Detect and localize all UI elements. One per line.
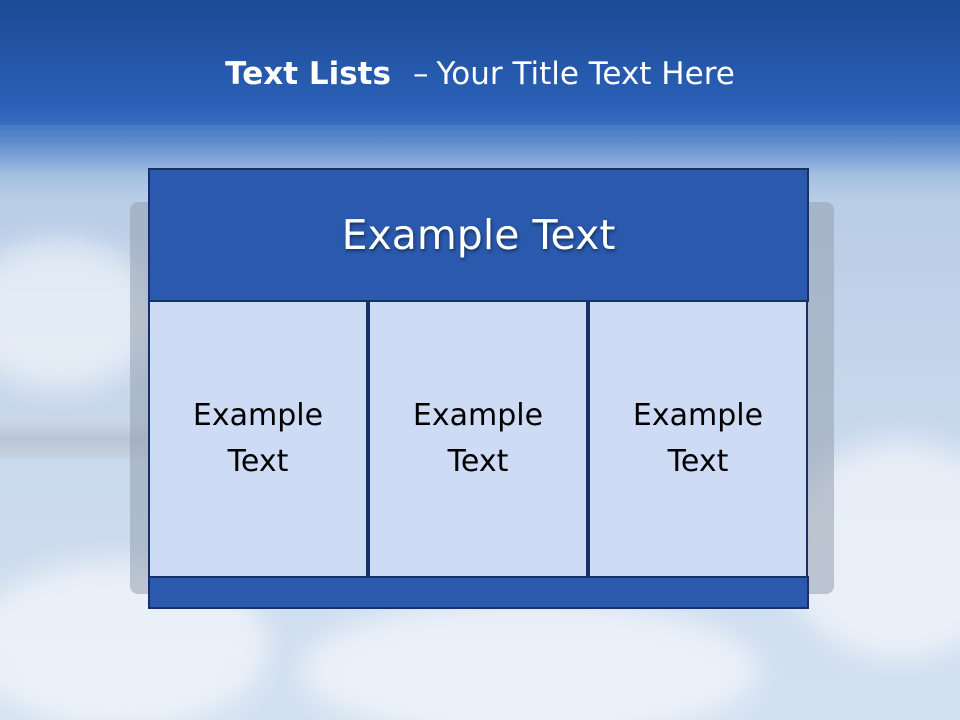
title-rest: Your Title Text Here [436,56,735,92]
list-cell-text: Example Text [412,398,544,479]
cloud [300,600,760,720]
list-cell: Example Text [368,300,588,578]
slide-title: Text Lists–Your Title Text Here [0,52,960,96]
title-band-fade [0,125,960,175]
board-header-text: Example Text [341,211,616,259]
list-cell: Example Text [588,300,808,578]
title-strong: Text Lists [225,56,391,92]
board-header: Example Text [148,168,809,302]
board-footer [148,576,809,609]
title-separator: – [412,56,429,92]
title-band [0,0,960,130]
list-cell-text: Example Text [192,398,324,479]
list-cell-text: Example Text [632,398,764,479]
text-list-board: Example Text Example Text Example Text E… [148,168,809,609]
list-cell: Example Text [148,300,368,578]
